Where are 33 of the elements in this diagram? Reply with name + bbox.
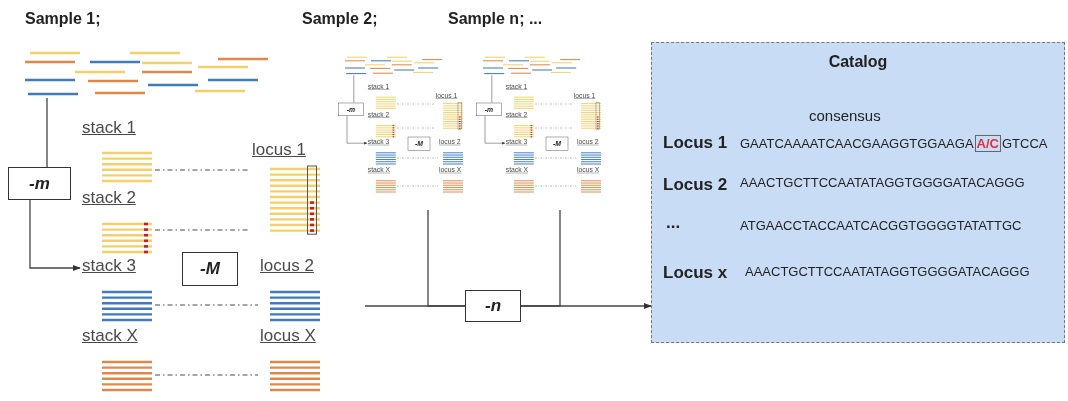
locus-name: Locus 1 — [663, 133, 728, 153]
connector-line — [427, 209, 466, 307]
parameter-box: -m — [8, 167, 71, 200]
arrow — [520, 302, 652, 310]
dash-dot-connector — [154, 374, 259, 376]
stack-label: stack X — [82, 326, 138, 346]
stack-label: stack 1 — [82, 118, 136, 138]
dash-dot-connector — [154, 169, 251, 171]
sequence-text: ATGAACCTACCAATCACGGTGGGGTATATTGC — [740, 218, 1022, 233]
catalog-panel — [651, 42, 1065, 343]
connector-line — [46, 97, 48, 168]
locus-label: locus 1 — [252, 140, 306, 160]
locus-name: Locus x — [663, 263, 728, 283]
catalog-title: Catalog — [828, 53, 888, 71]
locus-name: Locus 2 — [663, 175, 728, 195]
sample-heading: Sample 2; — [302, 10, 378, 28]
locus-label: locus X — [260, 326, 316, 346]
locus-label: locus 2 — [260, 256, 314, 276]
sequence-reads-drawing — [25, 50, 270, 98]
column-header: consensus — [809, 107, 881, 124]
stack-label: stack 3 — [82, 256, 136, 276]
sequence-text: GAATCAAAATCAACGAAGGTGGAAGAA/CGTCCA — [740, 136, 1048, 151]
arrow — [29, 199, 81, 272]
sample-heading: Sample 1; — [25, 10, 101, 28]
ellipsis-text: ... — [666, 213, 681, 233]
sequence-text: AAACTGCTTCCAATATAGGTGGGGATACAGGG — [740, 175, 1025, 190]
stack-label: stack 2 — [82, 188, 136, 208]
sample-heading: Sample n; ... — [448, 10, 543, 28]
sequence-text: AAACTGCTTCCAATATAGGTGGGGATACAGGG — [745, 264, 1030, 279]
dash-dot-connector — [154, 304, 259, 306]
parameter-box: -M — [182, 252, 238, 286]
dash-dot-connector — [154, 229, 251, 231]
parameter-box: -n — [465, 290, 521, 322]
